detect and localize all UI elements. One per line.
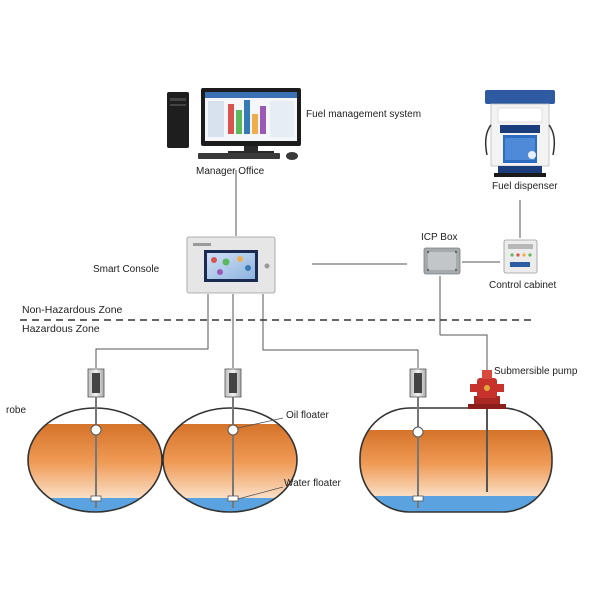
fuel-dispenser-icon: [484, 90, 556, 177]
icp-to-pump-line-lower: [440, 334, 488, 372]
fuel-management-system-label: Fuel management system: [306, 109, 421, 120]
smart-console-label: Smart Console: [93, 264, 160, 275]
fuel-dispenser-label: Fuel dispenser: [492, 181, 558, 192]
submersible-pump-icon: [468, 370, 506, 492]
probe-icon: [87, 368, 105, 508]
oil-floater-label: Oil floater: [286, 410, 329, 421]
submersible-pump-label: Submersible pump: [494, 366, 578, 377]
desktop-computer-icon: [167, 88, 301, 160]
control-cabinet-label: Control cabinet: [489, 280, 556, 291]
smart-console-icon: [186, 236, 276, 294]
icp-box-icon: [423, 247, 461, 275]
icp-box-label: ICP Box: [421, 232, 458, 243]
tank-3: [359, 407, 553, 513]
non-hazardous-zone-label: Non-Hazardous Zone: [22, 304, 123, 316]
console-to-tank1-line: [95, 294, 209, 368]
probe-icon: [224, 368, 242, 508]
water-floater-label: Water floater: [284, 478, 342, 489]
probe-icon: [409, 368, 427, 508]
manager-office-label: Manager Office: [196, 166, 265, 177]
probe-label: robe: [6, 405, 26, 416]
hazardous-zone-label: Hazardous Zone: [22, 323, 100, 335]
console-to-tank3-line: [262, 294, 419, 368]
connection-lines: [95, 170, 521, 372]
tank-2: [162, 407, 298, 513]
callout-lines: [237, 417, 284, 500]
control-cabinet-icon: [503, 239, 538, 274]
